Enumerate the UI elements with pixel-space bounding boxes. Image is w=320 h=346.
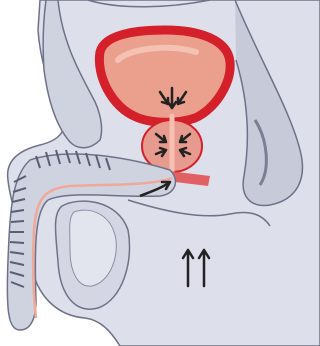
bladder (99, 30, 230, 122)
